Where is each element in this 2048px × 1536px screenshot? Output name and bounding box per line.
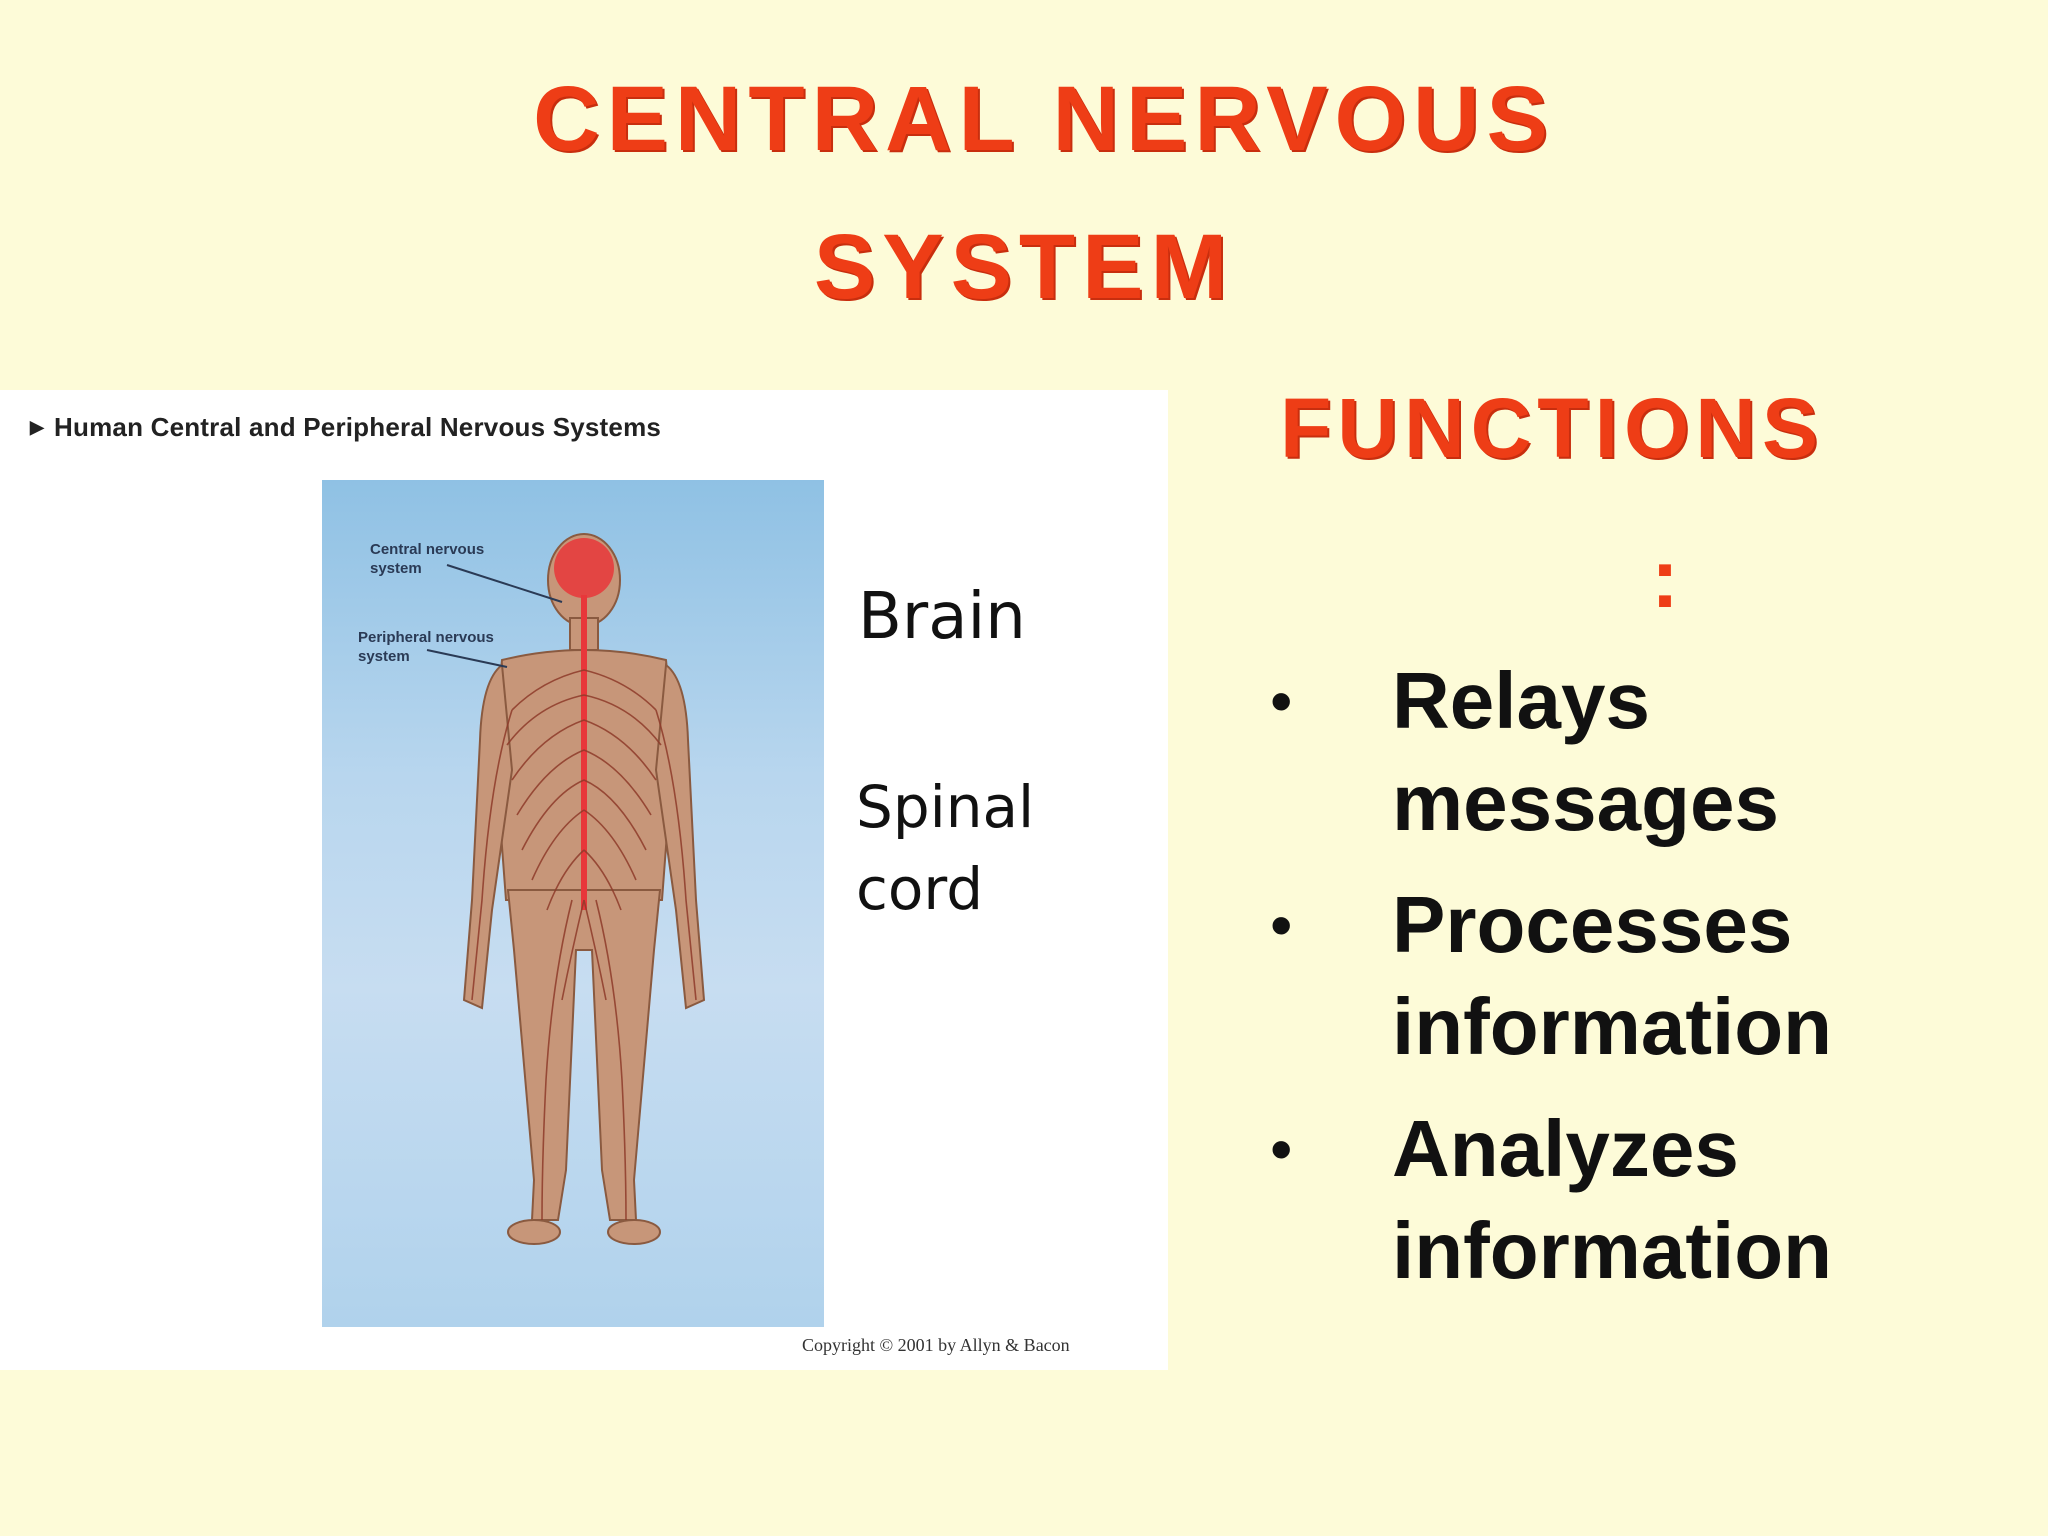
brain-shape [554, 538, 614, 598]
list-item: • Processes information [1270, 874, 2010, 1078]
pns-pointer-line [426, 649, 508, 668]
spinal-cord-label: Spinal cord [856, 773, 1035, 923]
figure-caption-text: Human Central and Peripheral Nervous Sys… [54, 412, 662, 442]
figure-caption: ▶ Human Central and Peripheral Nervous Sy… [30, 412, 661, 443]
slide-title-line2: SYSTEM [813, 216, 1235, 318]
human-body-illustration [426, 533, 706, 1245]
triangle-bullet-icon: ▶ [30, 417, 45, 437]
function-text: Relays messages [1392, 656, 1779, 847]
right-foot-shape [607, 1219, 661, 1245]
bullet-icon: • [1270, 665, 1293, 737]
list-item: • Relays messages [1270, 650, 2010, 854]
brain-label: Brain [858, 580, 1026, 654]
cns-pointer-line [446, 564, 563, 603]
copyright-text: Copyright © 2001 by Allyn & Bacon [802, 1335, 1070, 1355]
functions-list: • Relays messages • Processes informatio… [1270, 650, 2010, 1322]
legs-shape [506, 889, 662, 1221]
peripheral-nerves [471, 669, 697, 1221]
function-text: Processes information [1392, 880, 1832, 1071]
slide-title-line1: CENTRAL NERVOUS [533, 68, 1555, 170]
body-illustration: Central nervous system Peripheral nervou… [322, 480, 824, 1327]
cns-label: Central nervous system [370, 541, 485, 577]
function-text: Analyzes information [1392, 1104, 1832, 1295]
bullet-icon: • [1270, 1113, 1293, 1185]
left-foot-shape [507, 1219, 561, 1245]
nervous-system-figure: ▶ Human Central and Peripheral Nervous Sy… [0, 390, 1168, 1370]
pns-label: Peripheral nervous system [358, 629, 494, 665]
list-item: • Analyzes information [1270, 1098, 2010, 1302]
functions-heading: FUNCTIONS [1280, 381, 1824, 475]
bullet-icon: • [1270, 889, 1293, 961]
functions-colon: : [1651, 531, 1679, 625]
